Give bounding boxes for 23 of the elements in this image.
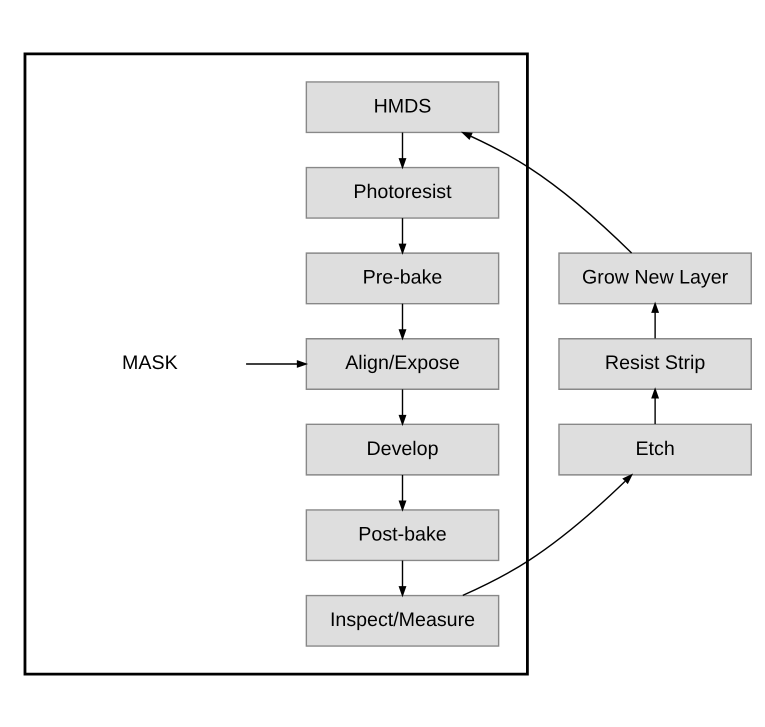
node-box: Align/Expose — [306, 338, 500, 390]
node-box: Grow New Layer — [558, 252, 752, 304]
arrow — [398, 218, 406, 254]
arrow — [462, 473, 634, 596]
arrow — [398, 560, 406, 597]
node-text: MASK — [122, 352, 178, 374]
node-box: Photoresist — [306, 166, 500, 218]
node-box: Resist Strip — [558, 338, 752, 390]
node-box: Pre-bake — [306, 252, 500, 304]
node-box: Post-bake — [306, 508, 500, 561]
node-box: Etch — [558, 423, 752, 476]
arrow — [460, 131, 632, 253]
arrow — [398, 388, 406, 426]
arrow — [398, 303, 406, 340]
node-box: Inspect/Measure — [306, 594, 500, 646]
arrow — [398, 474, 406, 512]
node-box: HMDS — [306, 80, 500, 133]
node-box: Develop — [306, 423, 500, 476]
arrow — [651, 301, 660, 338]
arrow — [246, 360, 308, 368]
arrow — [398, 132, 406, 169]
cluster — [24, 52, 529, 676]
arrow — [651, 386, 660, 424]
